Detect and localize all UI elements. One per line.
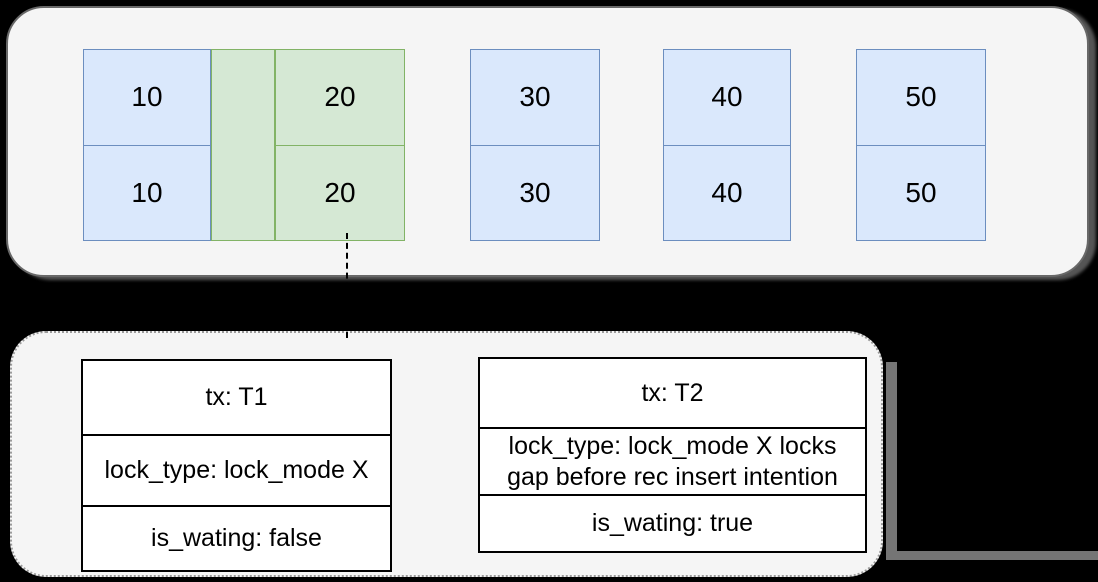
lock-table-t2: tx: T2 lock_type: lock_mode X locks gap … [478, 357, 867, 553]
record-pair-20-locked: 20 20 [275, 49, 405, 241]
t2-is-waiting-row: is_wating: true [480, 494, 865, 551]
records-panel: 10 10 20 20 30 30 40 40 50 50 [6, 6, 1089, 277]
gap-before-20-strip [211, 49, 275, 241]
t1-is-waiting-row: is_wating: false [83, 505, 390, 570]
record-pair-50: 50 50 [856, 49, 986, 241]
lock-table-t1: tx: T1 lock_type: lock_mode X is_wating:… [81, 359, 392, 572]
dashed-connector-line [346, 233, 348, 338]
record-pair-40: 40 40 [663, 49, 791, 241]
record-cell-20-bottom: 20 [276, 144, 404, 241]
record-cell-10-top: 10 [131, 81, 163, 113]
record-cell-30-bottom: 30 [471, 144, 599, 241]
record-cell-20-top: 20 [324, 81, 356, 113]
record-cell-40-top: 40 [711, 81, 743, 113]
popup-shadow-horizontal [886, 551, 1098, 560]
t2-lock-type-row: lock_type: lock_mode X locks gap before … [480, 427, 865, 494]
popup-shadow-vertical [886, 362, 897, 552]
record-cell-10-bottom: 10 [84, 144, 210, 241]
record-cell-50-top: 50 [905, 81, 937, 113]
t1-tx-row: tx: T1 [205, 383, 268, 411]
t2-tx-row: tx: T2 [641, 378, 704, 407]
record-cell-50-bottom: 50 [857, 144, 985, 241]
record-cell-30-top: 30 [519, 81, 551, 113]
record-pair-30: 30 30 [470, 49, 600, 241]
t1-lock-type-row: lock_type: lock_mode X [83, 434, 390, 505]
record-pair-10: 10 10 [83, 49, 211, 241]
record-cell-40-bottom: 40 [664, 144, 790, 241]
